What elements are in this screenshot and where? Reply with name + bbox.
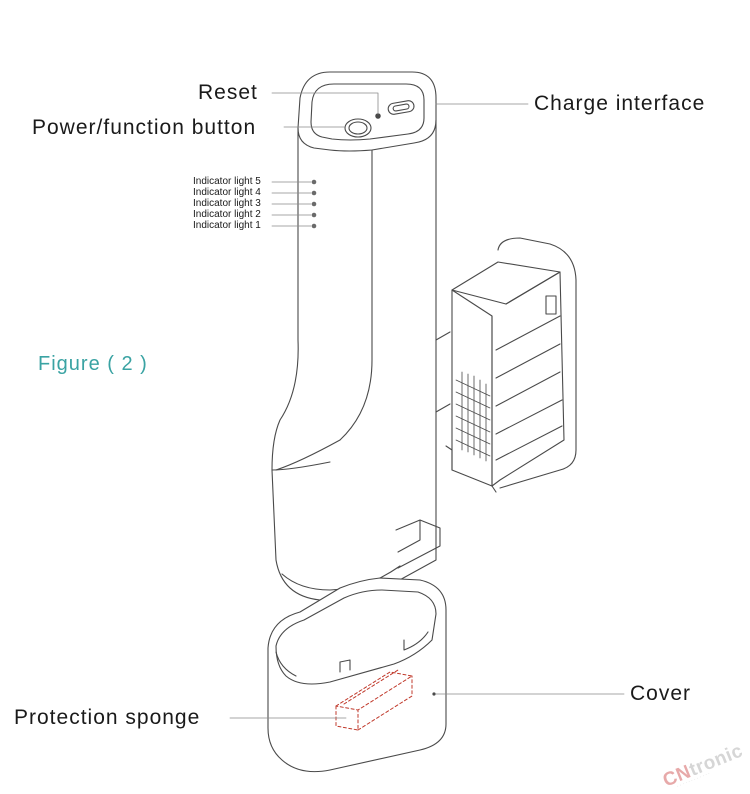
indicator-lights (311, 179, 317, 229)
indicator-light-4-icon (311, 190, 317, 196)
leader-reset (271, 92, 379, 115)
label-charge-interface: Charge interface (534, 92, 706, 115)
battery-pack (445, 237, 577, 493)
label-indicator-light-4: Indicator light 4 (193, 187, 261, 198)
reset-hole-icon (375, 113, 381, 119)
figure-caption: Figure ( 2 ) (38, 353, 148, 375)
label-reset: Reset (198, 81, 258, 104)
leader-lines (229, 92, 625, 719)
label-indicator-light-3: Indicator light 3 (193, 198, 261, 209)
label-cover: Cover (630, 682, 692, 705)
protection-sponge (335, 669, 413, 731)
indicator-light-3-icon (311, 201, 317, 207)
label-indicator-light-5: Indicator light 5 (193, 176, 261, 187)
label-indicator-light-1: Indicator light 1 (193, 220, 261, 231)
label-protection-sponge: Protection sponge (14, 706, 201, 729)
indicator-light-5-icon (311, 179, 317, 185)
charge-port-icon (387, 100, 415, 115)
indicator-light-2-icon (311, 212, 317, 218)
label-indicator-light-2: Indicator light 2 (193, 209, 261, 220)
device-main-body (271, 71, 441, 601)
cover (267, 577, 447, 773)
label-power-button: Power/function button (32, 116, 257, 139)
indicator-light-1-icon (311, 223, 317, 229)
